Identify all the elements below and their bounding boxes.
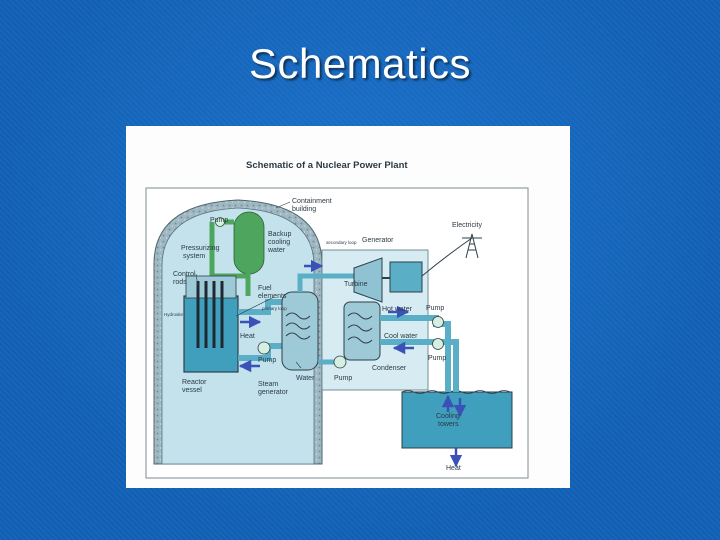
label-secondary-loop: secondary loop: [326, 240, 357, 245]
label-heat-reactor: Heat: [240, 333, 255, 340]
pump-lower-icon: [432, 338, 444, 350]
label-fuel: Fuel: [258, 285, 272, 292]
label-control: Control: [173, 271, 196, 278]
label-cooling-towers-2: towers: [438, 421, 459, 428]
cooling-towers: [401, 391, 513, 449]
label-pump-right: Pump: [426, 305, 444, 312]
reactor-vessel: [183, 295, 239, 373]
label-water-primary: Water: [296, 375, 315, 382]
label-reactor: Reactor: [182, 379, 207, 386]
label-condenser: Condenser: [372, 365, 407, 372]
label-generator: Generator: [362, 237, 394, 244]
nuclear-plant-schematic: Schematic of a Nuclear Power Plant: [126, 126, 570, 488]
label-turbine: Turbine: [344, 281, 368, 288]
schematic-diagram: Schematic of a Nuclear Power Plant: [145, 160, 529, 479]
label-pressurizing: Pressurizing: [181, 245, 220, 252]
pump-right-icon: [432, 316, 444, 328]
label-steam-generator: generator: [258, 389, 289, 396]
backup-tank: [233, 211, 265, 275]
steam-generator: [281, 291, 319, 371]
label-elements: elements: [258, 293, 287, 300]
pump-top-icon: [215, 217, 225, 227]
label-building: building: [292, 206, 316, 213]
figure-title: Schematic of a Nuclear Power Plant: [246, 160, 408, 171]
label-pump-secondary: Pump: [334, 375, 352, 382]
cool-water-pipe: [380, 339, 459, 386]
label-system: system: [183, 253, 205, 260]
slide-title: Schematics: [248, 40, 472, 87]
flow-arrows: [238, 259, 467, 468]
label-hot-water: Hot water: [382, 306, 413, 313]
control-rods: [196, 281, 224, 348]
label-electricity: Electricity: [452, 222, 482, 229]
label-cooling-towers-1: Cooling: [436, 413, 460, 420]
label-rods: rods: [173, 279, 187, 286]
condenser: [343, 301, 381, 361]
label-cooling: cooling: [268, 239, 290, 246]
label-backup: Backup: [268, 231, 291, 238]
label-pump-lower: Pump: [428, 355, 446, 362]
steam-pipe: [297, 273, 356, 292]
label-heat-bottom: Heat: [446, 465, 461, 472]
label-steam: Steam: [258, 381, 278, 388]
label-vessel: vessel: [182, 387, 202, 394]
electricity-pylon-icon: [421, 233, 482, 277]
label-containment: Containment: [292, 198, 332, 205]
label-pump-primary: Pump: [258, 357, 276, 364]
label-cool-water: Cool water: [384, 333, 418, 340]
label-pump-top: Pump: [210, 217, 228, 224]
pump-secondary-icon: [333, 355, 347, 369]
label-primary-loop: primary loop: [262, 306, 287, 311]
label-hydrosite: Hydrosite: [164, 312, 184, 317]
generator: [389, 261, 423, 293]
pump-primary-icon: [257, 341, 271, 355]
label-water: water: [267, 247, 286, 254]
turbine: [353, 257, 383, 303]
